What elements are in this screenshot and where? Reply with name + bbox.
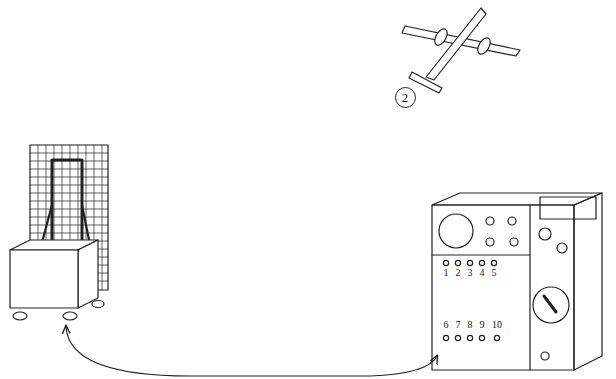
wheel bbox=[63, 312, 77, 320]
knob bbox=[557, 243, 567, 253]
wheel bbox=[13, 312, 27, 320]
control-console bbox=[432, 193, 602, 370]
button-row bbox=[443, 260, 496, 265]
airplane bbox=[402, 8, 520, 93]
console-front bbox=[432, 205, 574, 370]
button-number: 10 bbox=[492, 320, 502, 330]
knob bbox=[486, 217, 494, 225]
callout-number: 2 bbox=[402, 91, 409, 104]
button-number: 2 bbox=[456, 268, 461, 278]
console-top bbox=[432, 193, 602, 205]
button-number: 4 bbox=[480, 268, 485, 278]
plane-tailplane bbox=[409, 72, 442, 93]
dial bbox=[533, 287, 569, 323]
knob bbox=[486, 238, 494, 246]
plane-fuselage bbox=[426, 8, 486, 80]
cabinet-side bbox=[78, 240, 98, 308]
console-top-box bbox=[540, 197, 596, 219]
button-number: 6 bbox=[444, 320, 449, 330]
button-number: 7 bbox=[456, 320, 461, 330]
dial-pointer bbox=[544, 296, 556, 312]
button-number: 3 bbox=[468, 268, 473, 278]
link-arrow bbox=[66, 326, 437, 376]
knob bbox=[539, 228, 551, 240]
cabinet-front bbox=[10, 250, 78, 308]
button-number: 1 bbox=[444, 268, 449, 278]
antenna-frame bbox=[52, 160, 82, 242]
plane-engine bbox=[475, 36, 493, 57]
button-number: 9 bbox=[480, 320, 485, 330]
plane-engine bbox=[432, 27, 450, 48]
button-number: 8 bbox=[468, 320, 473, 330]
radar-cabinet bbox=[10, 240, 104, 320]
panel-divider bbox=[432, 205, 530, 370]
knob bbox=[508, 217, 516, 225]
callout-circle: 2 bbox=[395, 87, 416, 108]
knob bbox=[510, 238, 518, 246]
wheel bbox=[92, 301, 104, 308]
button-number: 5 bbox=[492, 268, 497, 278]
knob bbox=[541, 352, 549, 360]
button-row bbox=[443, 335, 499, 340]
scope-screen bbox=[439, 214, 473, 248]
